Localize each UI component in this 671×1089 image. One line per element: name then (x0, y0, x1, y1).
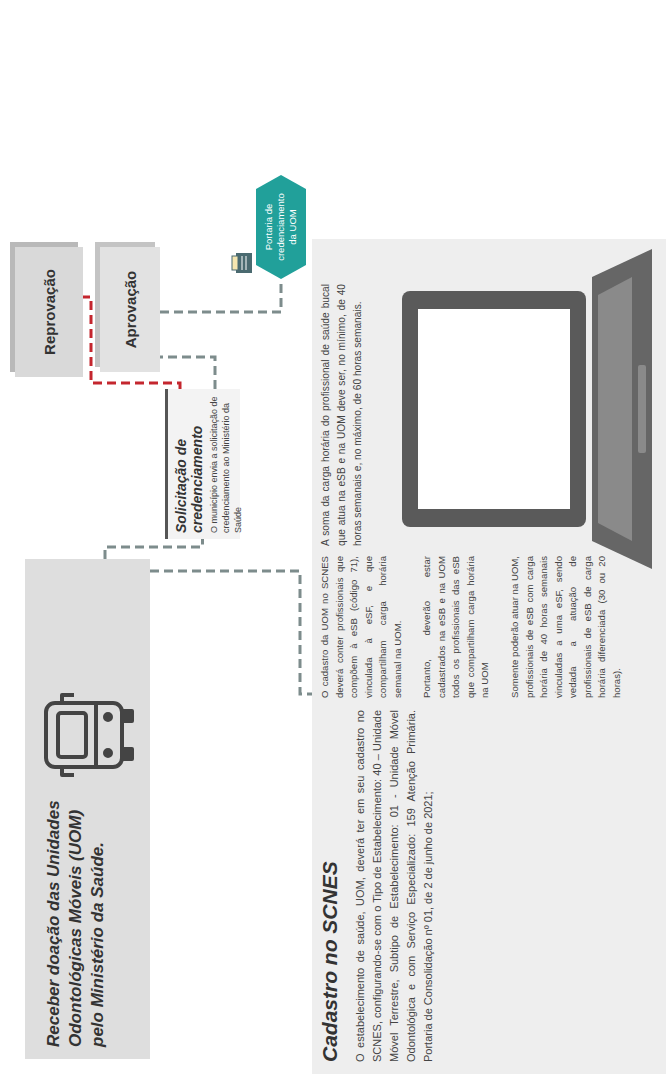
dashed-connector (160, 357, 215, 389)
process-box: Solicitação de credenciamentoO município… (165, 389, 240, 539)
node-body: Portanto, deverão estar cadastrados na e… (420, 556, 493, 698)
result-box: Aprovação (100, 247, 160, 372)
node-body: Somente poderão atuar na UOM, profission… (508, 556, 624, 698)
hexagon-fill (256, 175, 306, 279)
node-body: A soma da carga horária do profissional … (318, 284, 366, 546)
node-heading: Solicitação de credenciamento (173, 395, 205, 533)
document-icon (232, 253, 252, 273)
node-heading: Reprovação (41, 269, 58, 355)
dashed-connector (160, 279, 281, 312)
node-heading: Receber doação das Unidades Odontológica… (43, 797, 109, 1047)
hexagon-label: Portaria de credenciamento da UOM (256, 175, 306, 279)
dashed-connector (150, 571, 312, 694)
info-panel: Cadastro no SCNES O estabelecimento de sa… (312, 239, 666, 1074)
dashed-connector (105, 539, 203, 559)
node-body: O estabelecimento de saúde, UOM, deverá … (352, 710, 437, 1062)
node-heading: Aprovação (122, 271, 139, 349)
node-body: O município envia a solicitação de crede… (208, 395, 244, 533)
node-body: O cadastro da UOM no SCNES deverá conter… (318, 556, 405, 698)
node-heading: Portaria de credenciamento da UOM (263, 190, 299, 264)
start-box: Receber doação das Unidades Odontológica… (25, 559, 150, 1059)
node-heading: Cadastro no SCNES (318, 707, 342, 1062)
result-box: Reprovação (15, 247, 83, 377)
